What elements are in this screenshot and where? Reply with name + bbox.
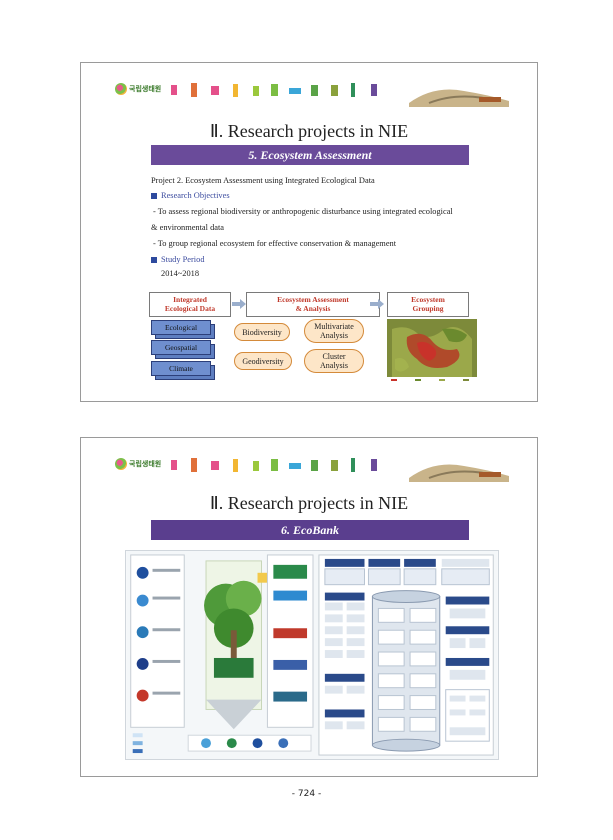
nie-logo-text: 국립생태원 [129,460,162,468]
oval-cluster: Cluster Analysis [304,349,364,373]
ecobank-system-diagram-image [125,550,499,760]
objective-1-cont: & environmental data [151,223,225,232]
arrow-right-icon [370,299,384,309]
nie-logo-mark-icon [115,83,127,95]
landscape-hill-icon [409,464,509,482]
objectives-heading: Research Objectives [151,190,230,202]
arrow-right-icon [232,299,246,309]
landscape-hill-icon [409,89,509,107]
slide-banner: 국립생태원 [81,63,537,113]
study-period: 2014~2018 [161,269,200,278]
bullet-square-icon [151,257,157,263]
ecosystem-grouping-map-image [387,319,477,383]
page-number: - 724 - [291,789,322,799]
slide-ecosystem-assessment: 국립생태원 Ⅱ. Research projects in NIE 5. Eco… [80,62,538,402]
project-line: Project 2. Ecosystem Assessment using In… [151,176,375,185]
bullet-square-icon [151,193,157,199]
objective-2: - To group regional ecosystem for effect… [153,239,397,248]
oval-multivariate: Multivariate Analysis [304,319,364,343]
period-heading-text: Study Period [161,255,205,264]
animal-pictograms-icon [171,458,377,472]
period-heading: Study Period [151,254,205,266]
flow-box-assessment: Ecosystem Assessment & Analysis [246,292,380,317]
section-subtitle: 5. Ecosystem Assessment [151,145,469,165]
slide-banner: 국립생태원 [81,438,537,488]
objective-1: - To assess regional biodiversity or ant… [153,207,453,216]
animal-pictograms-icon [171,83,377,97]
nie-logo-text: 국립생태원 [129,85,162,93]
nie-logo: 국립생태원 [115,458,161,470]
flow-box-grouping: Ecosystem Grouping [387,292,469,317]
nie-logo-mark-icon [115,458,127,470]
page-title: Ⅱ. Research projects in NIE [209,493,409,513]
oval-biodiversity: Biodiversity [234,323,290,341]
data-card-climate: Climate [151,361,211,376]
flow-box-integrated-data: Integrated Ecological Data [149,292,231,317]
nie-logo: 국립생태원 [115,83,161,95]
section-subtitle: 6. EcoBank [151,520,469,540]
page-title: Ⅱ. Research projects in NIE [209,121,409,141]
data-card-ecological: Ecological [151,320,211,335]
slide-ecobank: 국립생태원 Ⅱ. Research projects in NIE 6. Eco… [80,437,538,777]
oval-geodiversity: Geodiversity [234,352,292,370]
objectives-heading-text: Research Objectives [161,191,230,200]
data-card-geospatial: Geospatial [151,340,211,355]
